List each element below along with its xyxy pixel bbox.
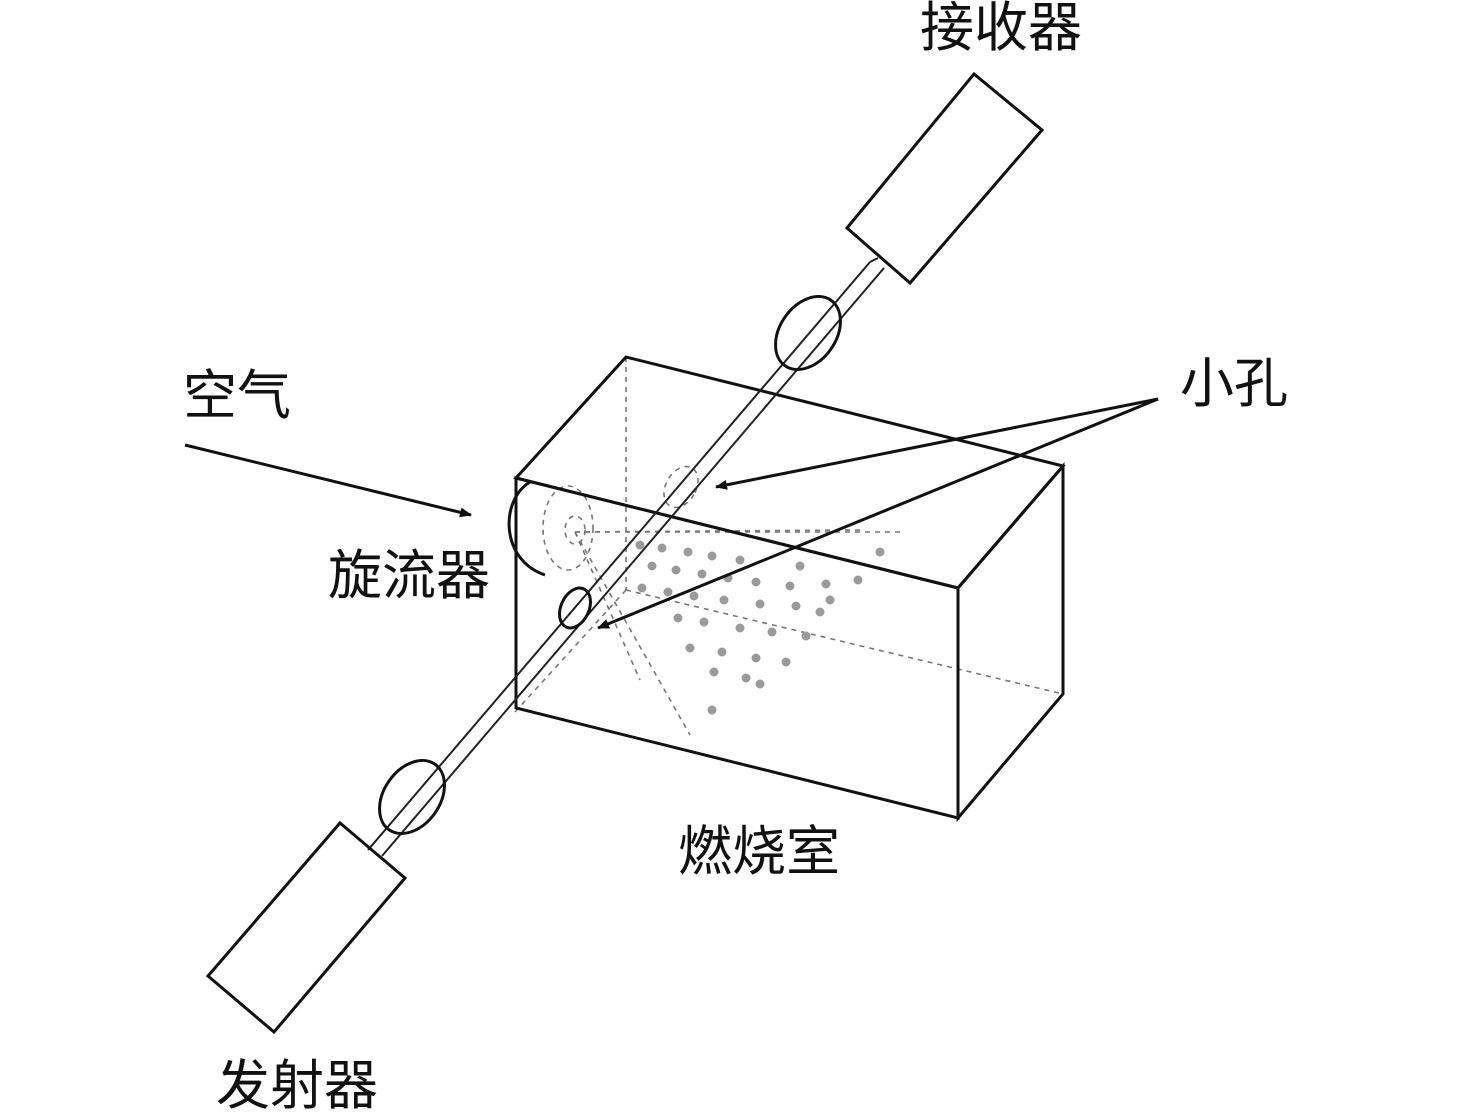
hole-label: 小孔 (1180, 352, 1288, 415)
combustion-chamber-box (513, 355, 1066, 823)
air-label: 空气 (183, 364, 291, 427)
receiver-box (844, 71, 1045, 286)
swirler-shape (507, 480, 546, 577)
small-hole-ellipse (558, 586, 592, 630)
annotation-arrows (184, 397, 1159, 630)
chamber-hidden-edges (514, 357, 1064, 736)
lower-lens-ellipse (378, 759, 446, 835)
fuel-spray-dots (635, 540, 885, 715)
optical-beam (367, 257, 885, 857)
receiver-label: 接收器 (920, 0, 1082, 59)
emitter-label: 发射器 (216, 1054, 378, 1117)
swirler-label: 旋流器 (328, 544, 490, 607)
combustion-chamber-label: 燃烧室 (678, 820, 840, 883)
emitter-box (205, 820, 408, 1035)
upper-lens-ellipse (774, 295, 842, 371)
